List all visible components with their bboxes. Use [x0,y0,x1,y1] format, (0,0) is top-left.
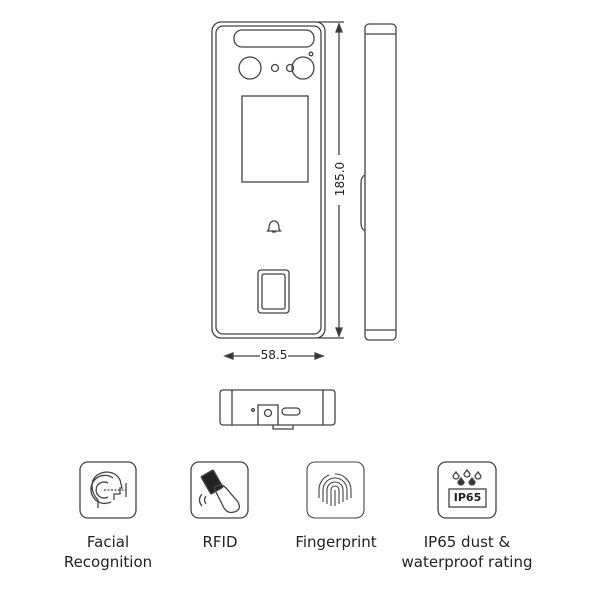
label-line: IP65 dust & [423,533,511,551]
height-dimension [318,21,344,339]
doorbell-icon [266,220,282,233]
label-line: RFID [202,533,238,551]
feature-label-ip65: IP65 dust & waterproof rating [387,532,547,572]
bottom-view [219,389,336,430]
ip65-icon [437,461,497,519]
fingerprint-sensor-inner [261,273,286,310]
rfid-icon [190,461,249,519]
camera-left [238,56,262,80]
sensor-left [270,63,280,73]
facial-recognition-icon [79,461,137,519]
width-dimension [223,352,325,360]
front-view [211,21,326,339]
camera-right [291,56,315,80]
feature-label-fingerprint: Fingerprint [256,532,416,552]
label-line: Recognition [63,553,153,571]
indicator-dot [308,51,314,57]
label-line: Fingerprint [295,533,377,551]
feature-label-facial: Facial Recognition [28,532,188,572]
label-line: waterproof rating [401,553,533,571]
front-outer-frame [211,21,326,339]
height-label: 185.0 [333,161,347,197]
side-view [360,23,397,341]
width-label: 58.5 [260,348,288,362]
feature-label-rfid: RFID [140,532,300,552]
display-screen [241,95,309,183]
label-line: Facial [86,533,130,551]
sensor-right [285,63,295,73]
fingerprint-sensor-outer [257,269,290,314]
front-inner-frame [215,25,322,335]
top-light-bar [233,29,315,48]
ip65-badge-text: IP65 [453,491,482,504]
fingerprint-icon [306,461,365,519]
